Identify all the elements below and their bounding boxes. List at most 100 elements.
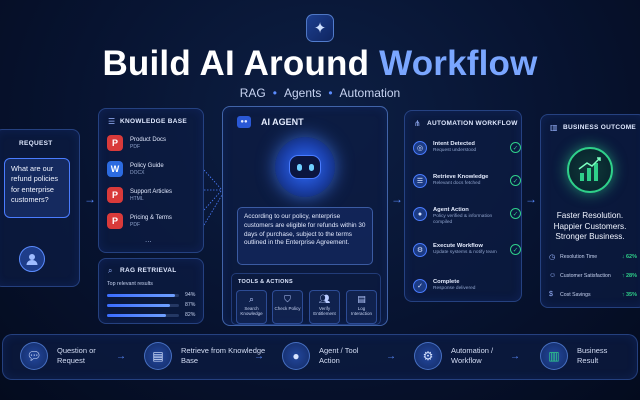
metric-value: ↓ 62% bbox=[621, 254, 637, 260]
gear-icon: ⚙ bbox=[413, 243, 427, 257]
flow-step-label: Business Result bbox=[577, 345, 608, 365]
flow-step-label: Automation / Workflow bbox=[451, 345, 494, 365]
flow-step-label: Retrieve from Knowledge Base bbox=[181, 345, 266, 365]
request-panel: REQUEST What are our refund policies for… bbox=[0, 129, 80, 287]
tool-label: Search Knowledge bbox=[240, 306, 263, 317]
kb-item-name: Policy Guide bbox=[130, 162, 164, 169]
rag-bar-fill bbox=[107, 313, 167, 317]
flow-step-automation: ⚙ Automation / Workflow bbox=[414, 342, 513, 370]
step-name: Execute Workflow bbox=[433, 243, 483, 249]
check-icon: ✓ bbox=[510, 244, 521, 255]
ai-agent-title: AI AGENT bbox=[261, 117, 304, 127]
step-desc: Request understood bbox=[433, 148, 477, 153]
question-bubble: What are our refund policies for enterpr… bbox=[4, 158, 70, 218]
shield-icon: ⛉ bbox=[284, 294, 291, 304]
arrow-right-icon: → bbox=[116, 351, 126, 362]
title-accent: Workflow bbox=[379, 44, 538, 83]
arrow-right-icon: → bbox=[525, 192, 537, 206]
tools-section: TOOLS & ACTIONS ⌕Search Knowledge ⛉ Check… bbox=[231, 273, 381, 325]
tools-title: TOOLS & ACTIONS bbox=[238, 279, 293, 285]
arrow-right-icon: → bbox=[510, 351, 520, 362]
chat-icon: 💬︎ bbox=[20, 342, 48, 370]
outcome-title: BUSINESS OUTCOME bbox=[563, 124, 637, 131]
smile-icon: ☺ bbox=[549, 272, 557, 279]
flow-step-agent: ● Agent / Tool Action bbox=[282, 342, 377, 370]
metric-resolution-time: ◷Resolution Time↓ 62% bbox=[549, 253, 637, 261]
kb-item-type: PDF bbox=[130, 221, 140, 228]
arrow-right-icon: → bbox=[391, 192, 403, 206]
rag-bar-fill bbox=[107, 303, 170, 307]
outcome-headline: Faster Resolution. Happier Customers. St… bbox=[553, 211, 627, 242]
users-icon: 👥︎ bbox=[318, 294, 331, 304]
workflow-title: AUTOMATION WORKFLOW bbox=[427, 120, 518, 127]
subtitle-agents: Agents bbox=[283, 86, 322, 100]
page-title: Build AI Around Workflow bbox=[0, 44, 640, 84]
business-outcome-panel: ▥ BUSINESS OUTCOME Faster Resolution. Ha… bbox=[540, 114, 640, 308]
rag-result-2: 87% bbox=[107, 302, 203, 308]
pdf-icon: P bbox=[107, 135, 123, 151]
ai-agent-panel: ●● AI AGENT According to our policy, ent… bbox=[222, 106, 388, 326]
growth-chart-icon bbox=[567, 147, 613, 193]
search-icon: ⌕ bbox=[108, 266, 113, 275]
arrow-right-icon: → bbox=[386, 351, 396, 362]
check-icon: ✓ bbox=[510, 175, 521, 186]
question-text: What are our refund policies for enterpr… bbox=[11, 164, 59, 205]
tool-check-policy[interactable]: ⛉ Check Policy bbox=[272, 290, 303, 324]
kb-item-name: Support Articles bbox=[130, 188, 173, 195]
rag-result-score: 82% bbox=[185, 312, 196, 318]
tool-label: Check Policy bbox=[274, 306, 301, 311]
subtitle-rag: RAG bbox=[239, 86, 266, 100]
bottom-flow-bar bbox=[2, 334, 638, 380]
metric-label: Cost Savings bbox=[560, 291, 591, 298]
agent-orb bbox=[275, 137, 335, 197]
arrow-right-icon: → bbox=[84, 192, 96, 206]
sparkle-icon: ✦ bbox=[306, 14, 334, 42]
step-name: Retrieve Knowledge bbox=[433, 174, 489, 180]
metric-customer-satisfaction: ☺Customer Satisfaction↑ 28% bbox=[549, 272, 637, 279]
rag-bar-fill bbox=[107, 293, 175, 297]
kb-item-type: PDF bbox=[130, 143, 140, 150]
robot-icon: ●● bbox=[237, 116, 251, 128]
rag-result-3: 82% bbox=[107, 312, 203, 318]
database-icon: ☰ bbox=[108, 117, 116, 126]
rag-result-score: 87% bbox=[185, 302, 196, 308]
metric-value: ↑ 28% bbox=[621, 272, 637, 279]
arrow-right-icon: → bbox=[254, 351, 264, 362]
check-icon: ✓ bbox=[510, 142, 521, 153]
chart-icon: ▥ bbox=[540, 342, 568, 370]
tool-search-knowledge[interactable]: ⌕Search Knowledge bbox=[236, 290, 267, 324]
metric-label: Resolution Time bbox=[560, 254, 598, 260]
request-title: REQUEST bbox=[19, 140, 53, 147]
flow-step-label: Question or Request bbox=[57, 345, 96, 365]
knowledge-base-title: KNOWLEDGE BASE bbox=[120, 118, 188, 125]
document-icon: ▤ bbox=[144, 342, 172, 370]
user-icon bbox=[19, 246, 45, 272]
flow-step-label: Agent / Tool Action bbox=[319, 345, 359, 365]
connector-lines bbox=[204, 169, 223, 226]
chart-icon: ▥ bbox=[550, 123, 558, 132]
subtitle: RAG•Agents•Automation bbox=[239, 86, 401, 100]
pdf-icon: P bbox=[107, 187, 123, 203]
document-icon: ▤ bbox=[357, 294, 366, 304]
subtitle-automation: Automation bbox=[339, 86, 401, 100]
step-name: Complete bbox=[433, 279, 460, 285]
step-desc: Response delivered bbox=[433, 286, 476, 291]
title-main: Build AI Around bbox=[102, 44, 380, 83]
word-icon: W bbox=[107, 161, 123, 177]
rag-subtitle: Top relevant results bbox=[107, 281, 153, 287]
tool-log-interaction[interactable]: ▤Log Interaction bbox=[346, 290, 377, 324]
step-desc: Update systems & notify team bbox=[433, 250, 497, 255]
rag-result-1: 94% bbox=[107, 292, 203, 298]
tool-verify-entitlement[interactable]: 👥︎ Verify Entitlement bbox=[309, 290, 340, 324]
pdf-icon: P bbox=[107, 213, 123, 229]
tool-label: Verify Entitlement bbox=[313, 306, 336, 317]
